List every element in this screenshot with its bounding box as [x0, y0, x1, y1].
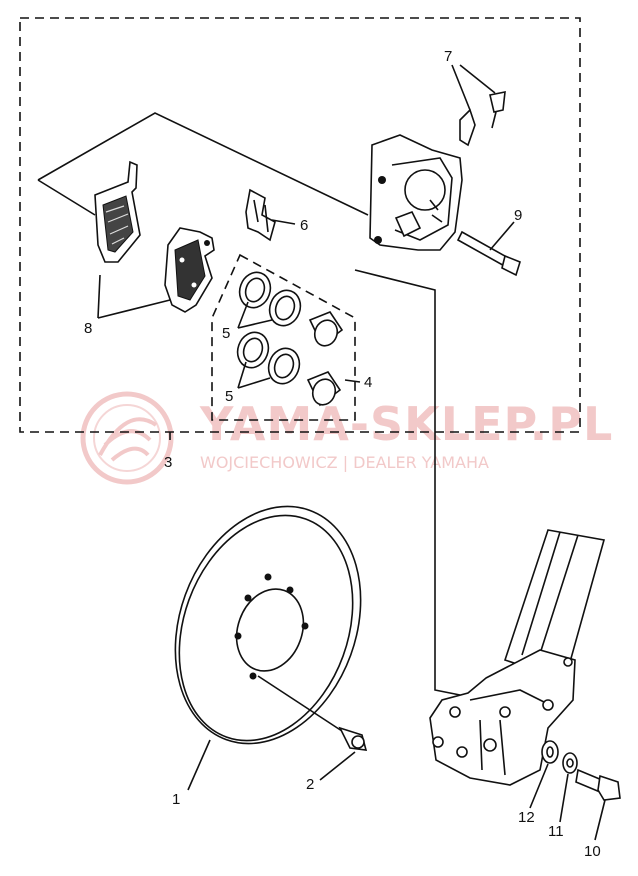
callout-4: 4: [364, 374, 372, 391]
kit-leader: [344, 379, 361, 383]
valve-leaders: [451, 64, 496, 111]
callout-9: 9: [514, 207, 522, 224]
spring-leader: [271, 219, 296, 225]
callout-3: 3: [164, 454, 172, 471]
pad-group-bracket: [37, 112, 369, 216]
caliper-assembly-boundary: [19, 17, 581, 433]
callout-5-lower: 5: [225, 388, 233, 405]
disc-bolt-leader: [319, 751, 356, 781]
washer-11: [562, 752, 578, 774]
brake-pad-right: [164, 227, 215, 313]
watermark-brand: YAMA-SKLEP.PL: [199, 397, 613, 451]
watermark-logo: [80, 391, 174, 485]
pad-spring: [245, 188, 276, 242]
brake-disc: [174, 505, 362, 745]
disc-bolt-line: [257, 675, 346, 734]
piston-kit-boundary: [211, 253, 356, 421]
hardware-leaders: [529, 763, 606, 841]
callout-11: 11: [548, 823, 564, 840]
disc-bolt: [338, 726, 368, 751]
callout-10: 10: [584, 843, 601, 860]
callout-7: 7: [444, 48, 452, 65]
callout-2: 2: [306, 776, 314, 793]
bleed-valve: [459, 91, 506, 147]
callout-1: 1: [172, 791, 180, 808]
watermark: YAMA-SKLEP.PL WOJCIECHOWICZ | DEALER YAM…: [80, 391, 613, 485]
callout-8: 8: [84, 320, 92, 337]
washer-12: [541, 740, 559, 764]
watermark-dealer: WOJCIECHOWICZ | DEALER YAMAHA: [200, 453, 489, 472]
callout-12: 12: [518, 809, 535, 826]
mount-line: [354, 269, 461, 696]
pin-leader: [489, 221, 515, 251]
pin-bolt: [456, 230, 521, 277]
disc-leader: [187, 739, 211, 791]
piston-seals: [236, 271, 302, 385]
front-fork: [429, 529, 606, 786]
seal-leaders: [237, 301, 273, 389]
caliper-body: [369, 134, 463, 251]
pistons: [306, 311, 344, 407]
callout-5-upper: 5: [222, 325, 230, 342]
flange-bolt-10: [575, 768, 621, 801]
pad-leader-lines: [97, 274, 171, 319]
callout-6: 6: [300, 217, 308, 234]
brake-pad-left: [94, 160, 141, 263]
